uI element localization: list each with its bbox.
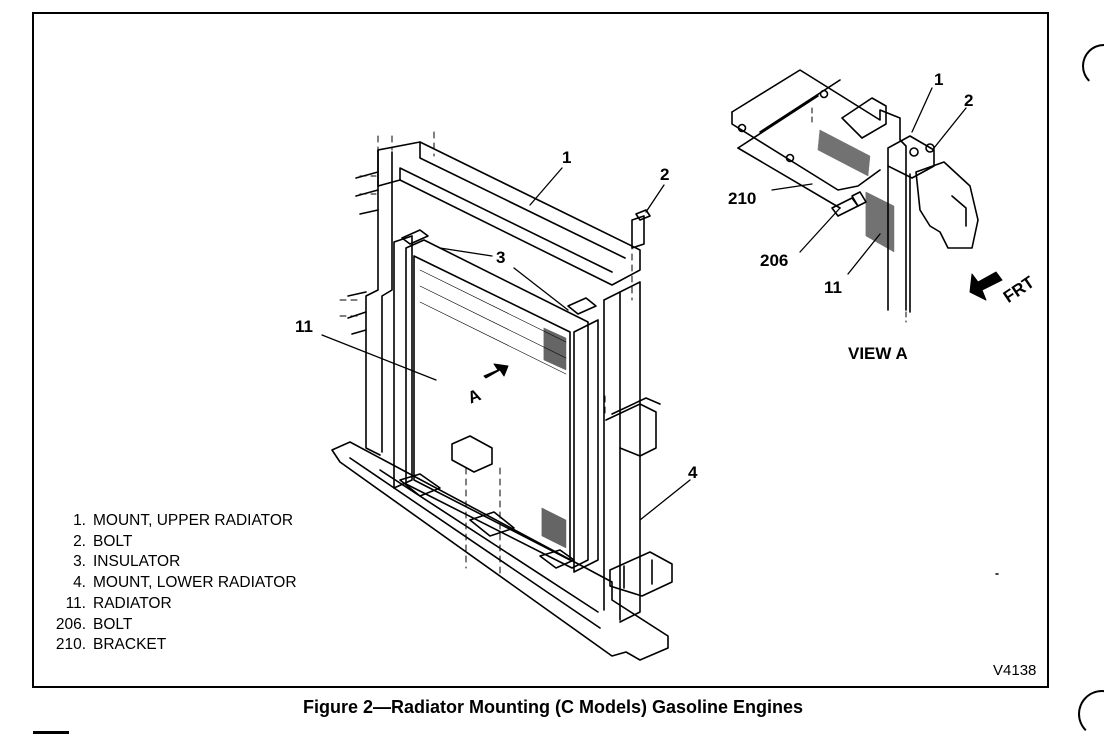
legend-item: 3.INSULATOR [73, 553, 181, 571]
legend-item: 4.MOUNT, LOWER RADIATOR [73, 574, 297, 592]
callout-view-210: 210 [728, 189, 756, 208]
view-a-title: VIEW A [848, 344, 908, 363]
callout-main-1: 1 [562, 148, 571, 167]
figure-id: V4138 [993, 662, 1037, 679]
callout-main-2: 2 [660, 165, 669, 184]
callout-view-a-marker: A [465, 385, 484, 407]
bolt-2-illustration [631, 209, 651, 249]
legend-item: 1.MOUNT, UPPER RADIATOR [73, 512, 294, 529]
callout-view-1: 1 [934, 70, 943, 89]
callout-view-11: 11 [824, 278, 842, 297]
callout-view-2: 2 [964, 91, 973, 110]
legend-item: 210.BRACKET [55, 636, 167, 654]
callout-main-11: 11 [295, 317, 313, 336]
legend-item: 206.BOLT [55, 615, 133, 633]
dashed-center-lines [339, 131, 633, 577]
legend-item: 2.BOLT [73, 532, 133, 550]
view-a-detail [731, 69, 999, 575]
leader-lines-main [321, 167, 691, 521]
leader-lines-view-a [771, 87, 967, 275]
front-label: FRT [1000, 272, 1039, 307]
view-a-arrow-icon [483, 363, 509, 379]
callout-main-4: 4 [688, 463, 698, 482]
legend-item: 11.RADIATOR [65, 594, 172, 612]
radiator-support-frame [331, 141, 673, 661]
parts-legend: 1.MOUNT, UPPER RADIATOR 2.BOLT 3.INSULAT… [44, 511, 297, 656]
figure-frame [32, 12, 1049, 688]
figure-caption: Figure 2—Radiator Mounting (C Models) Ga… [302, 697, 804, 717]
front-direction-arrow-icon [969, 271, 1003, 301]
callout-main-3: 3 [496, 248, 505, 267]
radiator-core [393, 229, 599, 573]
callout-view-206: 206 [760, 251, 788, 270]
page-mark [33, 731, 69, 734]
